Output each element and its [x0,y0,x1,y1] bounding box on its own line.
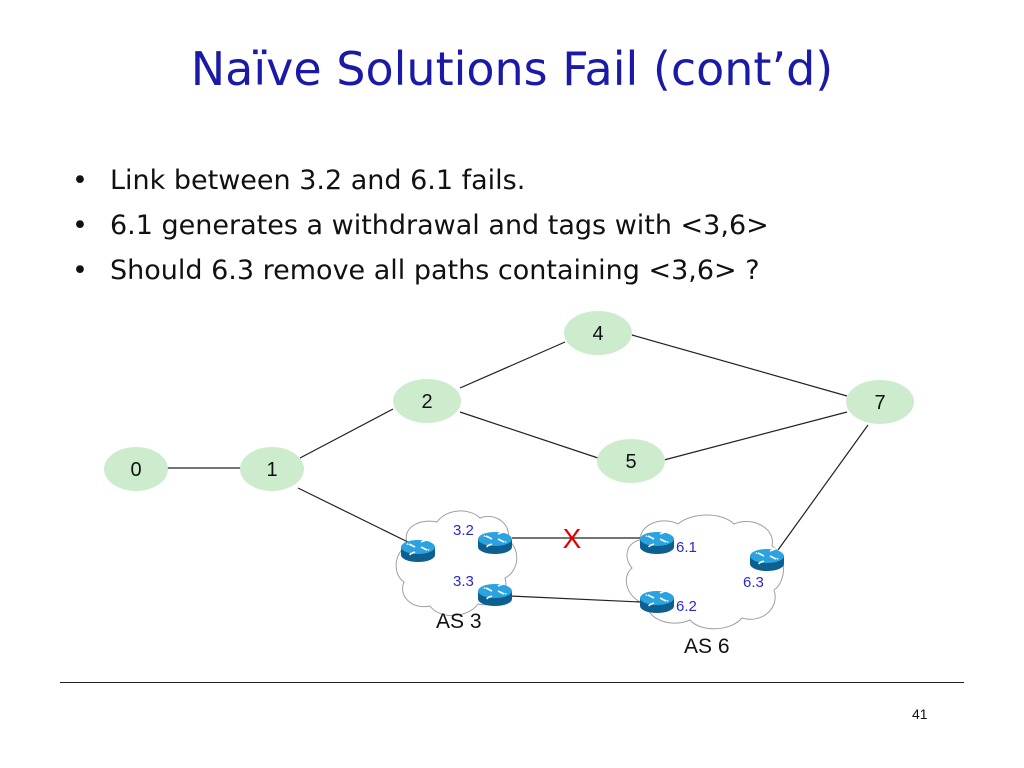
node-0: 0 [104,447,168,491]
router-icon [639,588,675,614]
router-label-6.1: 6.1 [676,539,697,556]
router-icon [639,529,675,555]
router-label-3.3: 3.3 [453,573,474,590]
router-label-6.3: 6.3 [743,574,764,591]
bullet-item: • Should 6.3 remove all paths containing … [72,248,769,293]
router-label-3.2: 3.2 [453,522,474,539]
link-1-2 [299,408,394,459]
failure-mark-icon: X [563,523,582,554]
node-label: 1 [266,459,277,481]
link-2-5 [459,411,599,459]
footer-divider [60,682,964,683]
node-7: 7 [846,380,914,424]
node-2: 2 [393,379,461,423]
link-1-as3 [297,487,413,545]
link-3.3-6.2 [509,595,641,603]
link-5-7 [663,411,848,461]
router-icon [400,537,436,563]
router-icon [477,581,513,607]
bullet-item: • Link between 3.2 and 6.1 fails. [72,158,769,203]
node-5: 5 [597,439,665,483]
bullet-list: • Link between 3.2 and 6.1 fails. • 6.1 ge… [72,158,769,293]
link-2-4 [459,341,566,389]
bullet-text: Should 6.3 remove all paths containing <… [110,255,760,286]
node-label: 0 [130,459,141,481]
as6-label: AS 6 [684,635,730,658]
link-7-6.3 [777,424,869,551]
bullet-item: • 6.1 generates a withdrawal and tags wit… [72,203,769,248]
router-label-6.2: 6.2 [676,598,697,615]
bullet-dot: • [72,165,88,196]
node-label: 2 [421,391,432,413]
node-label: 7 [874,392,885,414]
link-4-7 [631,334,848,397]
node-label: 4 [592,323,603,345]
node-1: 1 [240,447,304,491]
bullet-dot: • [72,210,88,241]
bullet-text: Link between 3.2 and 6.1 fails. [110,165,526,196]
node-label: 5 [625,451,636,473]
page-number: 41 [912,706,928,722]
bullet-text: 6.1 generates a withdrawal and tags with… [110,210,769,241]
as3-label: AS 3 [436,610,482,633]
router-icon [749,546,785,572]
node-4: 4 [564,311,632,355]
router-icon [477,529,513,555]
slide-title: Naïve Solutions Fail (cont’d) [190,42,834,96]
links [165,334,869,603]
bullet-dot: • [72,255,88,286]
